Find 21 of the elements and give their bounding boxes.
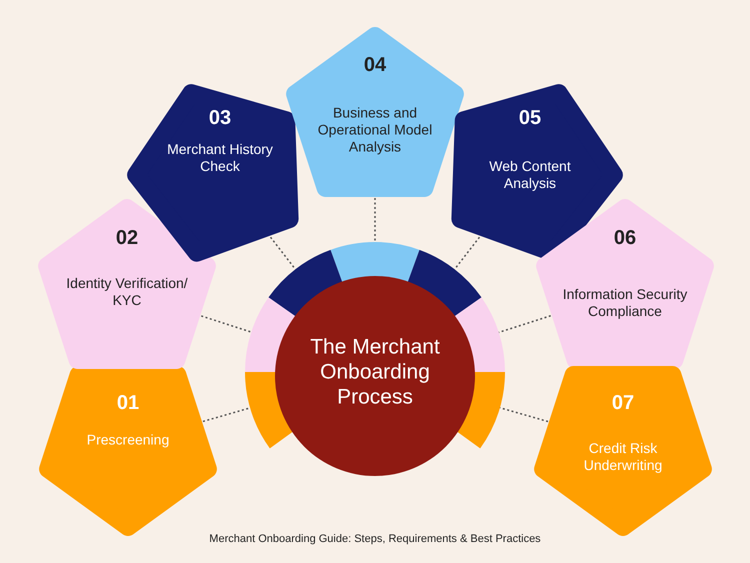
step-label: Business and Operational Model Analysis — [316, 104, 434, 156]
step-number: 06 — [612, 226, 638, 250]
step-number: 07 — [610, 391, 636, 415]
connector-line — [201, 315, 252, 333]
step-number: 04 — [362, 53, 388, 77]
step-number: 05 — [518, 106, 542, 130]
step-label: Information Security Compliance — [562, 286, 688, 320]
step-number: 02 — [114, 226, 140, 250]
caption: Merchant Onboarding Guide: Steps, Requirements & Best Practices — [208, 533, 542, 545]
step-label: Credit Risk Underwriting — [582, 440, 664, 474]
connector-line — [500, 407, 548, 422]
step-label: Merchant History Check — [166, 141, 274, 175]
connector-line — [374, 198, 376, 242]
step-number: 03 — [208, 106, 232, 130]
step-label: Web Content Analysis — [488, 158, 572, 192]
step-number: 01 — [116, 391, 140, 415]
connector-line — [202, 407, 250, 422]
connector-line — [498, 315, 551, 334]
step-label: Prescreening — [86, 432, 170, 448]
center-title: The Merchant Onboarding Process — [309, 334, 441, 410]
step-label: Identity Verification/ KYC — [65, 275, 189, 309]
